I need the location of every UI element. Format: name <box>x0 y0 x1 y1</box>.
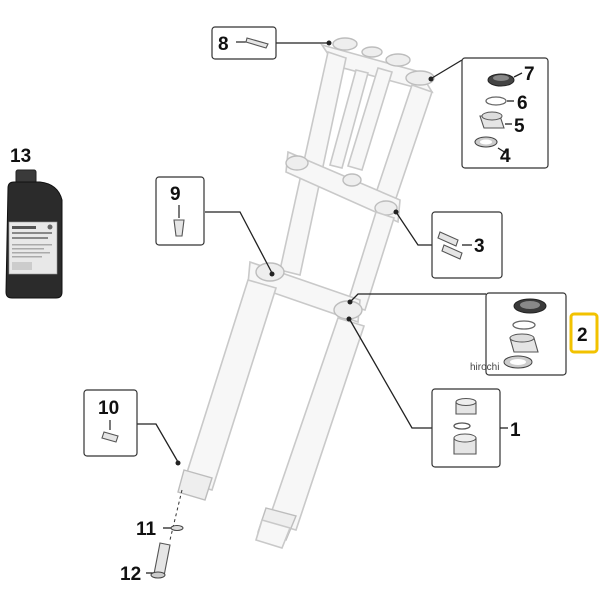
steering-stem <box>346 67 394 171</box>
callout-number-9: 9 <box>170 184 181 205</box>
callout-number-6: 6 <box>517 93 528 114</box>
left-fork-slider <box>182 279 278 491</box>
leader-lines <box>137 40 486 574</box>
callout-number-10: 10 <box>98 398 119 419</box>
callout-number-1: 1 <box>510 420 521 441</box>
highlight-frame <box>569 312 599 354</box>
fork-oil-bottle-image <box>5 169 63 299</box>
part-12-bolt[interactable]: 12 <box>120 542 171 585</box>
screw-icon <box>245 37 269 49</box>
right-fork-slider <box>266 317 366 531</box>
circlip-icon <box>485 96 507 106</box>
callout-number-4: 4 <box>500 146 511 167</box>
callout-number-3: 3 <box>474 236 485 257</box>
callout-box-1[interactable]: 1 <box>431 388 521 468</box>
callout-box-10[interactable]: 10 <box>83 389 138 457</box>
part-11-washer[interactable]: 11 <box>136 519 184 540</box>
watermark-text: hirochi <box>470 362 499 373</box>
callout-number-13: 13 <box>10 146 31 167</box>
callout-box-9[interactable]: 9 <box>155 176 205 246</box>
fork-assembly <box>177 37 435 549</box>
callout-number-8: 8 <box>218 34 229 55</box>
callout-box-bearing-set-upper[interactable]: 7 6 5 4 <box>461 57 549 169</box>
small-bolt-icon <box>101 431 119 443</box>
washer-icon <box>170 525 184 531</box>
callout-number-11: 11 <box>136 519 157 540</box>
callout-box-2[interactable]: 2 <box>485 292 599 376</box>
callout-number-12: 12 <box>120 564 141 585</box>
axle-bolt-icon <box>153 542 171 577</box>
callout-number-5: 5 <box>514 116 525 137</box>
callout-number-7: 7 <box>524 64 535 85</box>
callout-box-3[interactable]: 3 <box>431 211 503 279</box>
bolt-icon <box>437 231 459 247</box>
callout-number-2: 2 <box>577 325 588 346</box>
pin-icon <box>173 219 185 237</box>
callout-box-8[interactable]: 8 <box>211 26 277 60</box>
